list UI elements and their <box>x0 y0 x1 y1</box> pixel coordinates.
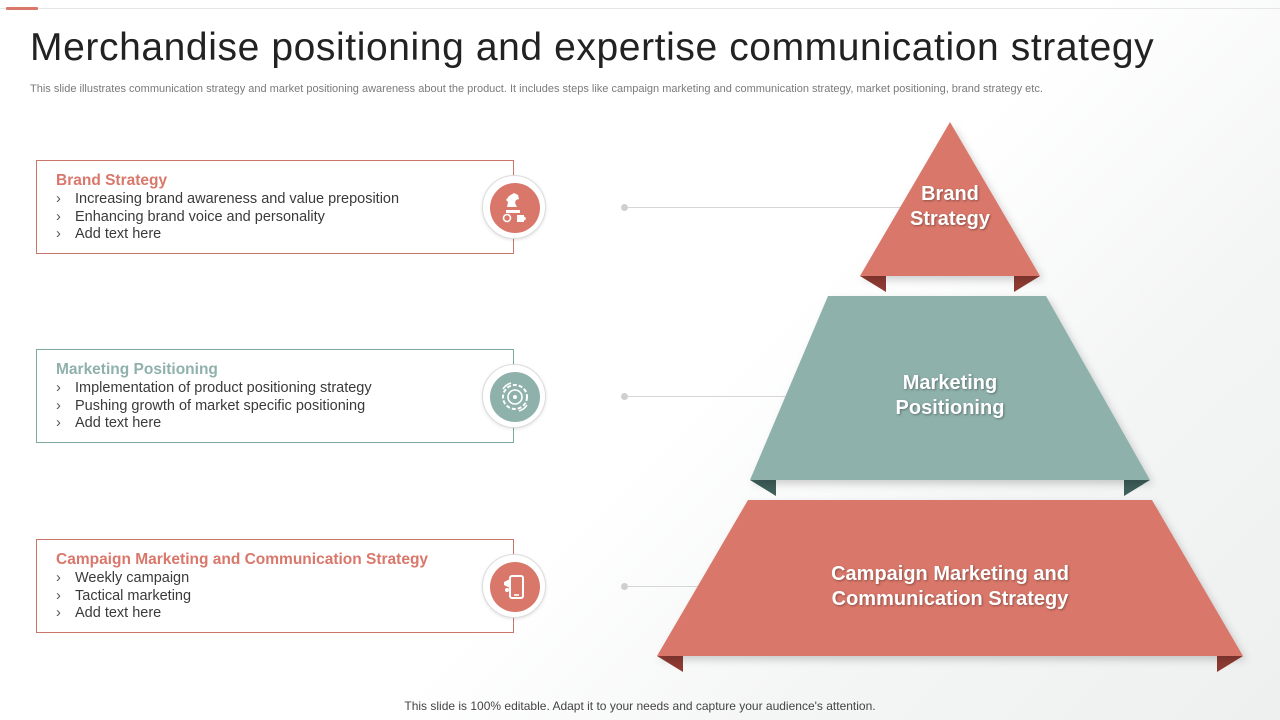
connector-line <box>627 586 707 587</box>
connector-dot <box>621 583 628 590</box>
chevron-right-icon: › <box>56 587 61 604</box>
bullet-item: ›Tactical marketing <box>56 587 192 604</box>
chevron-right-icon: › <box>56 226 61 243</box>
chevron-right-icon: › <box>56 415 61 432</box>
chevron-right-icon: › <box>56 208 61 225</box>
card-marketing-positioning: Marketing Positioning ›Implementation of… <box>36 349 514 443</box>
bullet-item: ›Weekly campaign <box>56 570 190 586</box>
target-gear-icon <box>502 382 528 412</box>
bullet-item: ›Add text here <box>56 605 162 622</box>
connector-line <box>627 396 807 397</box>
mobile-megaphone-icon <box>504 575 524 599</box>
bullet-list: ›Increasing brand awareness and value pr… <box>56 191 495 244</box>
pyramid-diagram <box>657 122 1243 672</box>
card-campaign-marketing: Campaign Marketing and Communication Str… <box>36 539 514 633</box>
pyramid-tier-campaign <box>657 500 1243 672</box>
footer-note: This slide is 100% editable. Adapt it to… <box>404 699 876 713</box>
bullet-list: ›Weekly campaign ›Tactical marketing ›Ad… <box>56 570 495 623</box>
bullet-item: ›Add text here <box>56 415 162 432</box>
chevron-right-icon: › <box>56 380 61 396</box>
top-accent-bar <box>6 7 38 10</box>
icon-badge-positioning <box>482 364 546 428</box>
icon-badge-brand <box>482 175 546 239</box>
slide-subtitle: This slide illustrates communication str… <box>30 83 1043 95</box>
pyramid-label-campaign: Campaign Marketing and Communication Str… <box>831 563 1069 610</box>
connector-dot <box>621 393 628 400</box>
card-brand-strategy: Brand Strategy ›Increasing brand awarene… <box>36 160 514 254</box>
card-title: Marketing Positioning <box>56 361 218 378</box>
chevron-right-icon: › <box>56 605 61 622</box>
chess-knight-puzzle-icon <box>502 193 526 223</box>
chevron-right-icon: › <box>56 191 61 207</box>
chevron-right-icon: › <box>56 570 61 586</box>
chevron-right-icon: › <box>56 397 61 414</box>
top-rule <box>0 8 1280 9</box>
bullet-item: ›Pushing growth of market specific posit… <box>56 397 366 414</box>
slide-title: Merchandise positioning and expertise co… <box>30 26 1155 69</box>
card-title: Campaign Marketing and Communication Str… <box>56 551 429 568</box>
bullet-item: ›Implementation of product positioning s… <box>56 380 372 396</box>
connector-line <box>627 207 917 208</box>
bullet-item: ›Enhancing brand voice and personality <box>56 208 325 225</box>
icon-badge-campaign <box>482 554 546 618</box>
pyramid-tier-positioning <box>750 296 1150 496</box>
connector-dot <box>621 204 628 211</box>
pyramid-tier-brand <box>860 122 1040 292</box>
pyramid-label-positioning: Marketing Positioning <box>895 372 1005 419</box>
bullet-list: ›Implementation of product positioning s… <box>56 380 495 433</box>
bullet-item: ›Add text here <box>56 226 162 243</box>
bullet-item: ›Increasing brand awareness and value pr… <box>56 191 400 207</box>
card-title: Brand Strategy <box>56 172 168 189</box>
pyramid-label-brand: Brand Strategy <box>909 183 991 230</box>
